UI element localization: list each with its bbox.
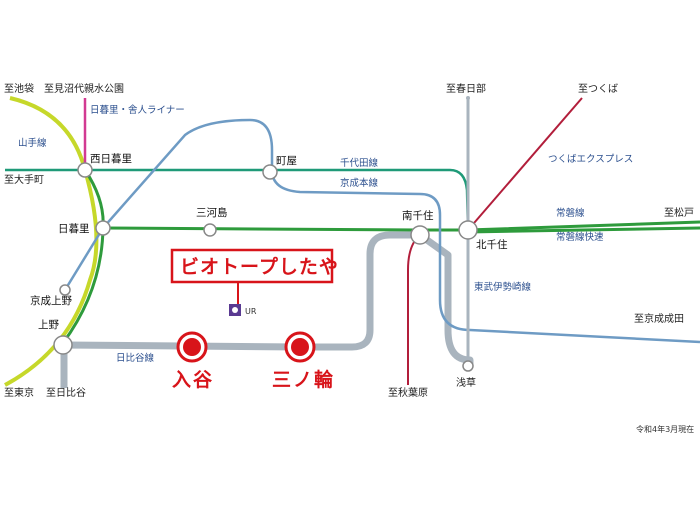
- dest-kasukabe: 至春日部: [446, 82, 486, 95]
- line-label-joban-rapid: 常磐線快速: [556, 231, 604, 243]
- station-mikawashima: 三河島: [196, 206, 228, 219]
- joban-rapid-line: [467, 226, 700, 234]
- station-mikawashima-marker: [203, 223, 217, 237]
- dest-otemachi: 至大手町: [4, 173, 44, 186]
- terminal-kasukabe-marker: [466, 96, 470, 100]
- station-minamisenju: 南千住: [402, 209, 434, 222]
- line-label-tsukuba: つくばエクスプレス: [548, 154, 633, 165]
- dest-asakusa: 浅草: [456, 376, 476, 389]
- station-keiseiueno: 京成上野: [30, 294, 72, 307]
- dest-hibiya: 至日比谷: [46, 387, 86, 399]
- terminal-asakusa-marker: [462, 360, 474, 372]
- footnote-date: 令和4年3月現在: [636, 424, 694, 434]
- station-nishinippori: 西日暮里: [90, 152, 132, 165]
- line-label-joban: 常磐線: [556, 207, 585, 219]
- station-minowa-marker: [284, 331, 316, 363]
- dest-minuma: 至見沼代親水公園: [44, 82, 124, 95]
- line-label-tobu: 東武伊勢崎線: [474, 281, 532, 293]
- line-label-toneri: 日暮里・舎人ライナー: [90, 104, 185, 116]
- ur-logo-icon: UR: [229, 304, 257, 316]
- hibiya-line: [60, 231, 474, 388]
- station-ueno-marker: [53, 335, 73, 355]
- tsukuba-line-south: [407, 234, 421, 385]
- chiyoda-line: [5, 168, 470, 231]
- station-iriya-marker: [176, 331, 208, 363]
- line-label-chiyoda: 千代田線: [340, 157, 379, 169]
- station-machiya: 町屋: [276, 155, 297, 167]
- station-nippori-marker: [95, 220, 111, 236]
- station-nippori: 日暮里: [58, 222, 90, 235]
- station-minowa: 三ノ輪: [272, 368, 335, 391]
- svg-text:UR: UR: [245, 307, 257, 316]
- tsukuba-line: [467, 97, 583, 231]
- station-machiya-marker: [262, 164, 278, 180]
- jr-green-arc: [61, 169, 105, 344]
- station-keiseiueno-marker: [59, 284, 71, 296]
- property-callout-box: [170, 248, 334, 284]
- station-iriya: 入谷: [172, 369, 214, 391]
- line-label-hibiya: 日比谷線: [116, 352, 155, 364]
- line-label-yamanote: 山手線: [18, 137, 47, 149]
- keisei-line: [63, 118, 700, 344]
- property-name: ビオトープしたや: [180, 255, 339, 278]
- station-minamisenju-marker: [410, 225, 430, 245]
- station-kitasenju: 北千住: [476, 238, 508, 251]
- station-kitasenju-marker: [458, 220, 478, 240]
- dest-matsudo: 至松戸: [664, 206, 694, 219]
- dest-akihabara: 至秋葉原: [388, 386, 428, 399]
- station-nishinippori-marker: [77, 162, 93, 178]
- dest-tokyo: 至東京: [4, 386, 34, 399]
- joban-line: [102, 220, 700, 232]
- dest-narita: 至京成成田: [634, 312, 684, 325]
- station-ueno: 上野: [38, 319, 59, 331]
- dest-tsukuba: 至つくば: [578, 83, 618, 95]
- line-label-keisei: 京成本線: [340, 177, 379, 189]
- dest-ikebukuro: 至池袋: [4, 82, 34, 95]
